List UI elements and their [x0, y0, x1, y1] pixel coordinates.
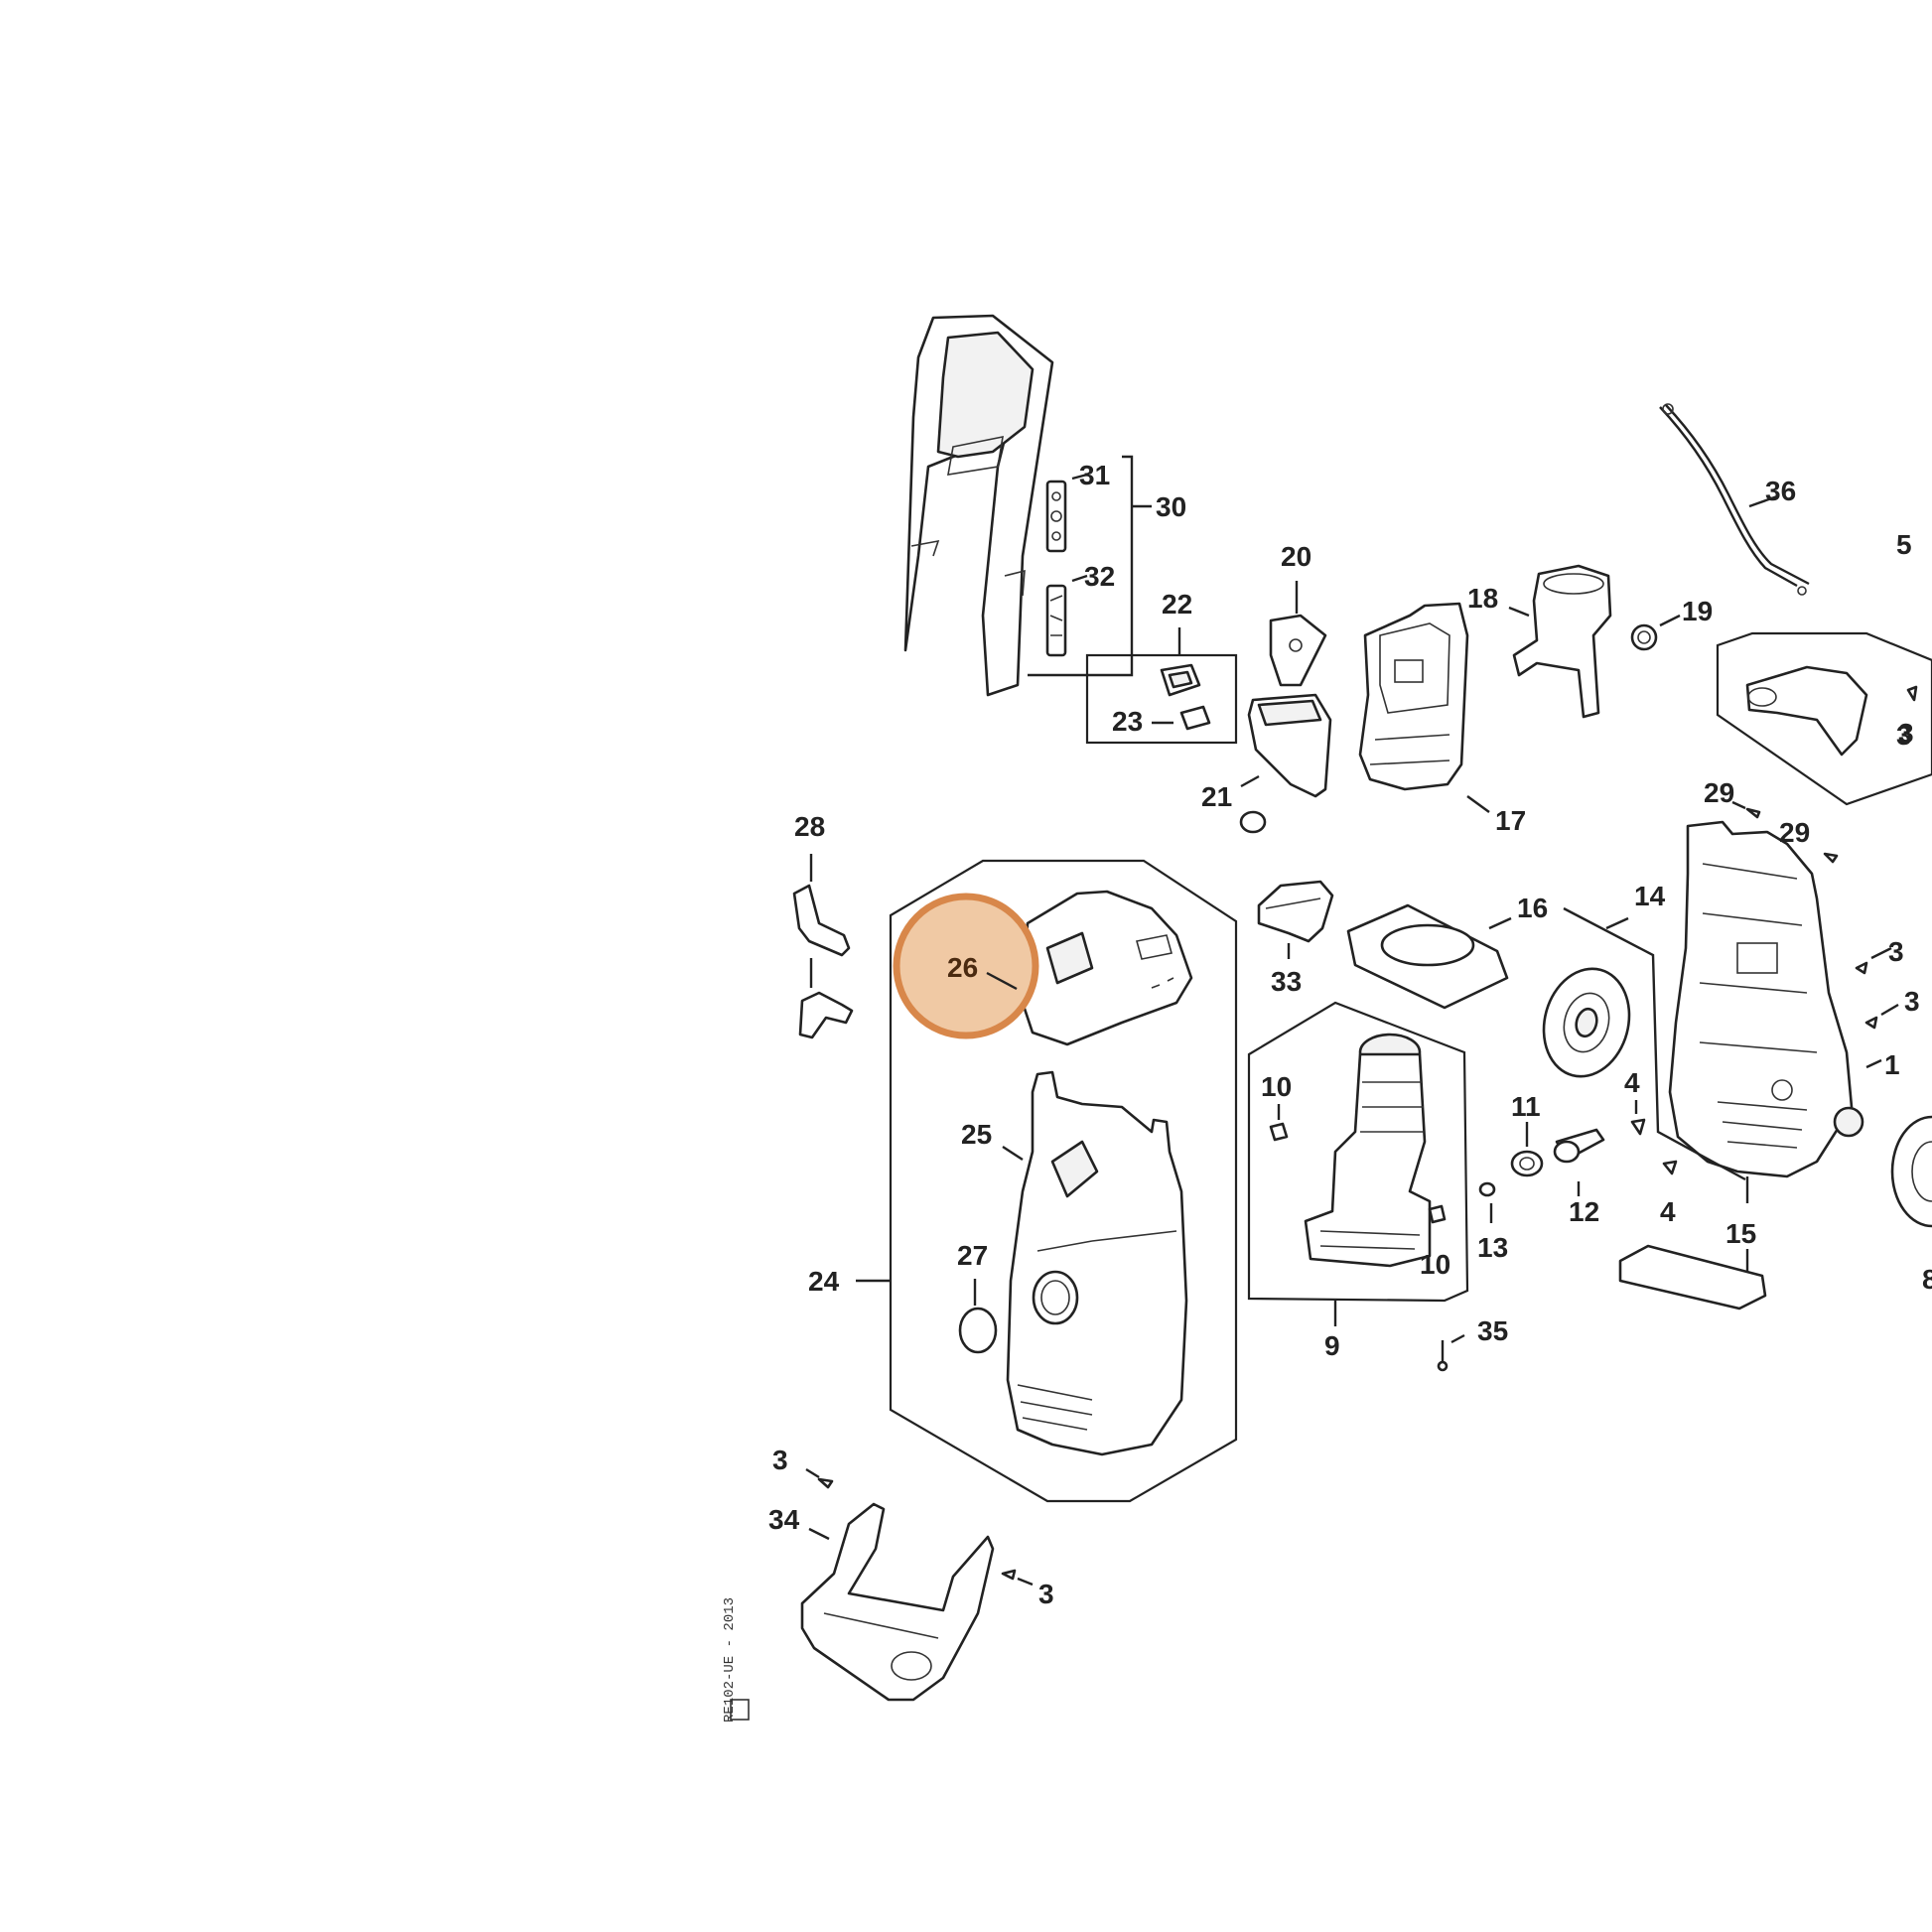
switch-seal-23-part[interactable]	[1179, 705, 1211, 731]
screw-13-part[interactable]	[1478, 1181, 1496, 1197]
label-35: 35	[1477, 1315, 1508, 1346]
plug-21-part[interactable]	[1239, 810, 1267, 834]
base-34-part[interactable]	[800, 1502, 995, 1702]
label-19: 19	[1682, 596, 1713, 626]
svg-text:RE102-UE - 2013: RE102-UE - 2013	[722, 1597, 738, 1723]
label-31: 31	[1079, 460, 1110, 490]
cap-19-part[interactable]	[1630, 623, 1658, 651]
highlight-marker-26[interactable]: 26	[893, 893, 1039, 1039]
label-10b: 10	[1420, 1249, 1450, 1280]
label-15: 15	[1725, 1218, 1756, 1249]
label-27: 27	[957, 1240, 988, 1271]
main-frame-1-part[interactable]	[1668, 820, 1864, 1178]
label-36: 36	[1765, 476, 1796, 506]
label-16: 16	[1517, 893, 1548, 923]
box-9	[1247, 1001, 1469, 1303]
fitting-12-part[interactable]	[1553, 1128, 1605, 1164]
box-24	[889, 859, 1238, 1503]
label-4a: 4	[1624, 1067, 1640, 1098]
screw-4-part-b[interactable]	[1662, 1160, 1678, 1175]
bracket-20-part[interactable]	[1269, 614, 1327, 687]
cable-36-part[interactable]	[1659, 403, 1810, 596]
drawing-code: RE102-UE - 2013	[722, 1597, 738, 1723]
box-5	[1716, 631, 1932, 806]
label-25: 25	[961, 1119, 992, 1150]
label-22: 22	[1162, 589, 1192, 620]
label-21: 21	[1201, 781, 1232, 812]
label-10a: 10	[1261, 1071, 1292, 1102]
label-33: 33	[1271, 966, 1302, 997]
container-21-part[interactable]	[1247, 693, 1332, 798]
handle-frame-part[interactable]	[903, 314, 1054, 697]
housing-17-part[interactable]	[1358, 602, 1469, 791]
sticker-31-part[interactable]	[1045, 480, 1067, 553]
label-12: 12	[1569, 1196, 1599, 1227]
label-3f: 3	[1898, 718, 1914, 749]
label-3d: 3	[772, 1445, 788, 1475]
label-29a: 29	[1704, 777, 1734, 808]
label-30: 30	[1156, 491, 1186, 522]
label-20: 20	[1281, 541, 1311, 572]
label-1: 1	[1884, 1049, 1900, 1080]
label-32: 32	[1084, 561, 1115, 592]
screw-3-part-a[interactable]	[1906, 685, 1918, 702]
plate-15-part[interactable]	[1618, 1244, 1767, 1311]
screw-3-part-e[interactable]	[1001, 1569, 1017, 1581]
label-29b: 29	[1779, 817, 1810, 848]
screw-3-part-d[interactable]	[817, 1477, 834, 1489]
label-13: 13	[1477, 1232, 1508, 1263]
bracket-14	[1563, 906, 1746, 1181]
label-5: 5	[1896, 529, 1912, 560]
label-18: 18	[1467, 583, 1498, 614]
label-8: 8	[1922, 1264, 1932, 1295]
screw-3-part-c[interactable]	[1864, 1016, 1878, 1030]
cover-18-part[interactable]	[1512, 564, 1612, 719]
screw-4-part-a[interactable]	[1630, 1118, 1646, 1136]
wheel-part[interactable]	[1532, 959, 1641, 1086]
label-28: 28	[794, 811, 825, 842]
front-housing-25-part[interactable]	[1006, 1070, 1188, 1456]
label-24: 24	[808, 1266, 840, 1297]
drawing-code-box	[730, 1699, 750, 1721]
screw-29-part-b[interactable]	[1823, 852, 1839, 864]
label-3a: 3	[1896, 720, 1912, 751]
label-17: 17	[1495, 805, 1526, 836]
pin-35-part[interactable]	[1437, 1340, 1449, 1372]
wheel-8-part[interactable]	[1890, 1115, 1932, 1228]
label-23: 23	[1112, 706, 1143, 737]
label-14: 14	[1634, 881, 1666, 911]
switch-part[interactable]	[1160, 663, 1201, 697]
switch-box-22	[1085, 653, 1238, 745]
screw-29-part-a[interactable]	[1745, 807, 1761, 819]
label-3c: 3	[1904, 986, 1920, 1017]
label-3e: 3	[1038, 1579, 1054, 1609]
inlet-5-part[interactable]	[1745, 665, 1868, 757]
label-11: 11	[1511, 1091, 1541, 1122]
label-4b: 4	[1660, 1196, 1676, 1227]
clip-28-part[interactable]	[792, 884, 854, 1039]
label-9: 9	[1324, 1330, 1340, 1361]
fitting-11-part[interactable]	[1510, 1150, 1544, 1177]
bracket-33-part[interactable]	[1257, 880, 1334, 943]
motor-pump-part[interactable]	[1304, 1033, 1432, 1268]
label-3b: 3	[1888, 936, 1904, 967]
bracket-30	[1028, 455, 1134, 677]
label-34: 34	[768, 1504, 800, 1535]
cap-27-part[interactable]	[958, 1307, 998, 1354]
bushing-10-part-a[interactable]	[1269, 1122, 1289, 1142]
sticker-32-part[interactable]	[1045, 584, 1067, 657]
gasket-16-part[interactable]	[1346, 903, 1509, 1010]
bushing-10-part-b[interactable]	[1428, 1204, 1447, 1224]
top-cover-26-part[interactable]	[1021, 890, 1193, 1046]
label-26: 26	[947, 952, 978, 983]
screw-3-part-b[interactable]	[1855, 961, 1868, 975]
